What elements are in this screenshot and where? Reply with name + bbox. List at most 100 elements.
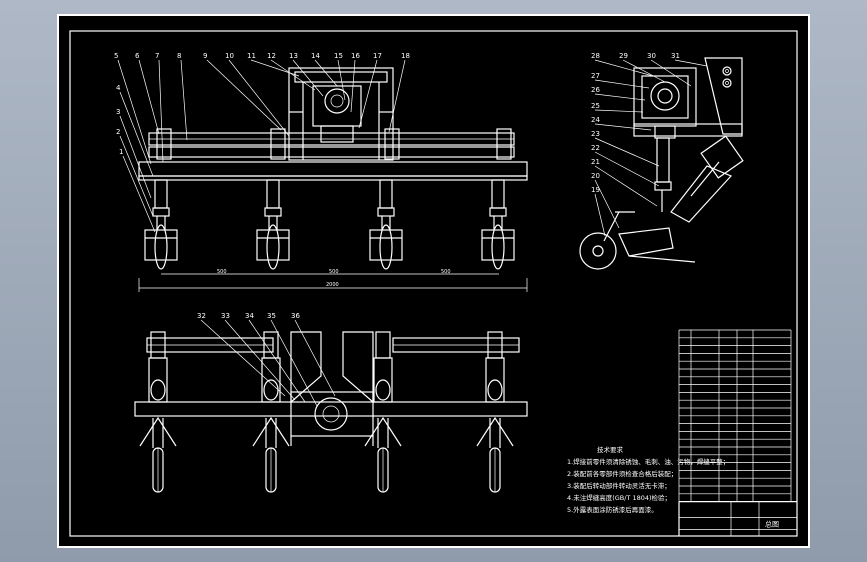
top-unit — [139, 331, 177, 493]
leader-25 — [594, 109, 644, 113]
front-view: 500 500 500 2000 — [138, 67, 528, 292]
callout-2: 2 — [116, 128, 120, 136]
callout-17: 17 — [373, 52, 382, 60]
callout-21: 21 — [591, 158, 600, 166]
technical-notes: 技术要求 1.焊接前零件须清除锈蚀、毛刺、油、污物，焊缝平整； 2.装配前各零部… — [567, 445, 729, 514]
title-block-label: 总图 — [765, 520, 779, 529]
leader-30 — [650, 59, 692, 87]
leader-17 — [358, 59, 378, 129]
leader-6 — [138, 59, 160, 135]
parts-list-table: 总图 — [678, 329, 797, 536]
callout-27: 27 — [591, 72, 600, 80]
callout-20: 20 — [591, 172, 600, 180]
front-shank — [144, 179, 178, 270]
callout-15: 15 — [334, 52, 343, 60]
callout-4: 4 — [116, 84, 121, 92]
callout-29: 29 — [619, 52, 628, 60]
callout-19: 19 — [591, 186, 600, 194]
callout-28: 28 — [591, 52, 600, 60]
callout-30: 30 — [647, 52, 656, 60]
side-view — [579, 57, 744, 270]
leader-8 — [180, 59, 188, 141]
callout-34: 34 — [245, 312, 254, 320]
note-5: 5.外露表面涂防锈漆后再面漆。 — [567, 505, 658, 514]
leader-32 — [200, 319, 286, 397]
leader-20 — [594, 179, 620, 229]
callout-3: 3 — [116, 108, 120, 116]
leader-28 — [594, 59, 654, 77]
leader-16 — [350, 59, 356, 113]
callout-25: 25 — [591, 102, 600, 110]
leader-34 — [248, 319, 306, 403]
leader-31 — [674, 59, 708, 67]
callout-24: 24 — [591, 116, 600, 124]
callout-9: 9 — [203, 52, 207, 60]
leader-27 — [594, 79, 650, 89]
leader-35 — [270, 319, 318, 407]
callout-22: 22 — [591, 144, 600, 152]
leader-36 — [294, 319, 336, 397]
dim-spacing-3: 500 — [441, 269, 451, 275]
leader-18 — [388, 59, 406, 133]
front-shank — [481, 179, 515, 270]
callout-11: 11 — [247, 52, 256, 60]
callout-14: 14 — [311, 52, 320, 60]
leader-lines — [117, 59, 708, 407]
leader-9 — [206, 59, 282, 131]
leader-15 — [337, 59, 346, 101]
callout-8: 8 — [177, 52, 181, 60]
dim-spacing-2: 500 — [329, 269, 339, 275]
callout-23: 23 — [591, 130, 600, 138]
leader-26 — [594, 93, 646, 101]
leader-3 — [119, 115, 152, 199]
top-unit — [476, 331, 514, 493]
leader-1 — [122, 155, 156, 233]
note-3: 3.装配后转动部件转动灵活无卡滞； — [567, 481, 671, 490]
inner-frame — [69, 30, 798, 537]
leader-33 — [224, 319, 296, 401]
drawing-sheet: 500 500 500 2000 — [57, 14, 810, 548]
callout-31: 31 — [671, 52, 680, 60]
callout-26: 26 — [591, 86, 600, 94]
callout-10: 10 — [225, 52, 234, 60]
leader-21 — [594, 165, 658, 207]
callout-13: 13 — [289, 52, 298, 60]
leader-19 — [594, 193, 606, 237]
callout-16: 16 — [351, 52, 360, 60]
note-1: 1.焊接前零件须清除锈蚀、毛刺、油、污物，焊缝平整； — [567, 457, 729, 466]
callout-6: 6 — [135, 52, 140, 60]
callout-35: 35 — [267, 312, 276, 320]
front-shank — [369, 179, 403, 270]
leader-10 — [228, 59, 290, 137]
dim-total: 2000 — [326, 282, 339, 288]
callout-33: 33 — [221, 312, 230, 320]
leader-7 — [158, 59, 164, 163]
leader-23 — [594, 137, 660, 167]
leader-12 — [270, 59, 316, 91]
callout-32: 32 — [197, 312, 206, 320]
top-view — [134, 331, 528, 446]
callout-12: 12 — [267, 52, 276, 60]
callout-36: 36 — [291, 312, 300, 320]
leader-13 — [292, 59, 324, 97]
leader-14 — [314, 59, 338, 87]
leader-24 — [594, 123, 652, 131]
leader-4 — [119, 91, 154, 177]
callout-1: 1 — [119, 148, 123, 156]
callout-18: 18 — [401, 52, 410, 60]
callout-7: 7 — [155, 52, 159, 60]
cad-drawing: 500 500 500 2000 — [69, 30, 798, 537]
note-4: 4.未注焊缝高度(GB/T 1804)检验； — [567, 493, 671, 502]
note-2: 2.装配前各零部件须检查合格后装配； — [567, 469, 677, 478]
leader-5 — [117, 59, 152, 165]
top-unit — [364, 331, 402, 493]
front-shank — [256, 179, 290, 270]
leader-22 — [594, 151, 660, 187]
notes-title: 技术要求 — [597, 445, 624, 454]
leader-2 — [119, 135, 154, 217]
dim-spacing-1: 500 — [217, 269, 227, 275]
top-unit — [252, 331, 290, 493]
leader-29 — [622, 59, 666, 83]
callout-5: 5 — [114, 52, 118, 60]
